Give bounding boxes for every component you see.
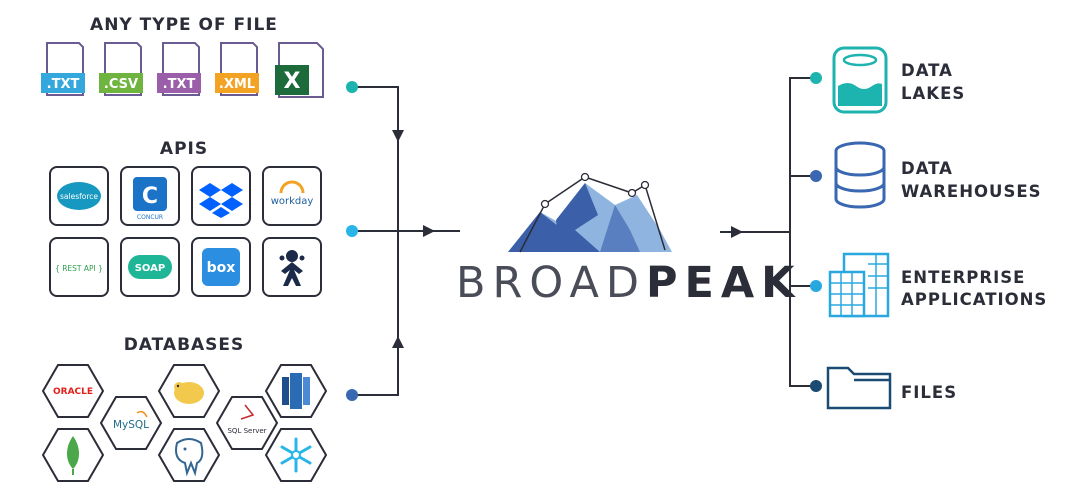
databases-heading: DATABASES <box>124 335 245 355</box>
apis-heading: APIS <box>160 139 208 159</box>
enterprise-applications-line1: ENTERPRISE <box>901 268 1025 287</box>
svg-text:.CSV: .CSV <box>104 77 138 92</box>
soap-icon: SOAP <box>120 237 180 297</box>
sqlserver-icon: SQL Server <box>216 396 278 450</box>
data-lakes-line2: LAKES <box>901 84 965 103</box>
hadoop-icon <box>158 364 220 418</box>
svg-text:salesforce: salesforce <box>60 192 98 201</box>
folder-icon <box>826 366 892 410</box>
svg-text:ORACLE: ORACLE <box>53 387 93 397</box>
redshift-icon <box>265 364 327 418</box>
mongodb-icon <box>42 428 104 482</box>
svg-text:workday: workday <box>271 196 314 207</box>
files-destination-label: FILES <box>901 383 957 402</box>
svg-text:CONCUR: CONCUR <box>137 214 163 221</box>
svg-text:.XML: .XML <box>219 77 255 92</box>
dropbox-icon <box>191 166 251 226</box>
svg-text:C: C <box>142 184 158 209</box>
file-icon-csv: .CSV <box>99 42 143 96</box>
data-lakes-dot <box>810 72 822 84</box>
broadpeak-logo-mountain <box>508 172 672 253</box>
files-connector-dot <box>346 81 358 93</box>
jenkins-icon <box>262 237 322 297</box>
data-warehouses-dot <box>810 170 822 182</box>
file-icon-xml: .XML <box>215 42 259 96</box>
concur-icon: C CONCUR <box>120 166 180 226</box>
databases-connector-dot <box>346 389 358 401</box>
svg-text:.TXT: .TXT <box>163 77 196 92</box>
data-warehouses-line1: DATA <box>901 159 953 178</box>
mysql-icon: MySQL <box>100 396 162 450</box>
enterprise-applications-line2: APPLICATIONS <box>901 290 1047 309</box>
svg-text:SOAP: SOAP <box>135 263 166 274</box>
building-icon <box>828 252 890 318</box>
workday-icon: workday <box>262 166 322 226</box>
excel-icon: X <box>275 42 324 98</box>
arrow-down <box>392 130 404 142</box>
rest-api-icon: { REST API } <box>49 237 109 297</box>
file-icon-txt-purple: .TXT <box>157 42 201 96</box>
svg-text:X: X <box>284 69 301 94</box>
data-lakes-line1: DATA <box>901 61 953 80</box>
arrow-right-in <box>423 225 435 237</box>
svg-text:{ REST API }: { REST API } <box>55 264 103 273</box>
apis-connector-dot <box>346 225 358 237</box>
salesforce-icon: salesforce <box>49 166 109 226</box>
postgresql-icon <box>158 428 220 482</box>
arrow-right-out <box>731 226 743 238</box>
database-icon <box>834 141 886 209</box>
files-dest-dot <box>810 380 822 392</box>
box-icon: box <box>191 237 251 297</box>
arrow-up <box>392 336 404 348</box>
svg-text:box: box <box>207 260 236 276</box>
data-warehouses-line2: WAREHOUSES <box>901 182 1041 201</box>
svg-text:MySQL: MySQL <box>113 419 149 431</box>
files-heading: ANY TYPE OF FILE <box>90 15 278 35</box>
left-connectors <box>352 86 460 396</box>
oracle-icon: ORACLE <box>42 364 104 418</box>
data-lake-icon <box>832 46 888 114</box>
file-icon-txt: .TXT <box>41 42 85 96</box>
svg-text:SQL Server: SQL Server <box>227 427 266 435</box>
enterprise-apps-dot <box>810 280 822 292</box>
svg-text:.TXT: .TXT <box>47 77 80 92</box>
broadpeak-wordmark: BROADPEAK <box>456 258 802 308</box>
snowflake-icon <box>265 428 327 482</box>
